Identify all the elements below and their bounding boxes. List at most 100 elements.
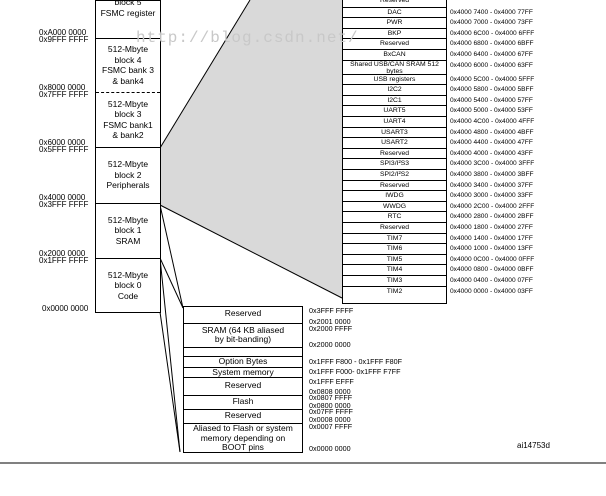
peripheral-address: 0x4000 7400 - 0x4000 77FF xyxy=(450,8,533,16)
peripheral-address: 0x4000 0C00 - 0x4000 0FFF xyxy=(450,255,535,263)
sram-code-label: Option Bytes xyxy=(218,356,268,366)
sram-code-row: Reserved xyxy=(183,306,303,323)
sram-code-address: 0x07FF FFFF xyxy=(309,407,353,416)
peripheral-address: 0x4000 4400 - 0x4000 47FF xyxy=(450,139,533,147)
memory-block-address: 0x2000 0000 xyxy=(39,249,86,258)
memory-block-label-line: 512-Mbyte xyxy=(107,269,149,280)
peripheral-label: Reserved xyxy=(379,181,410,189)
memory-block-address: 0x8000 0000 xyxy=(39,83,86,92)
sram-code-address: 0x3FFF FFFF xyxy=(309,306,354,315)
peripheral-address: 0x4000 3400 - 0x4000 37FF xyxy=(450,181,533,189)
peripheral-address: 0x4000 0800 - 0x4000 0BFF xyxy=(450,266,534,274)
peripheral-label: SPI3/I²S3 xyxy=(379,160,410,168)
peripheral-address: 0x4000 5400 - 0x4000 57FF xyxy=(450,96,533,104)
watermark-text: http://blog.csdn.net/ xyxy=(136,29,359,47)
peripheral-row: BxCAN xyxy=(342,49,447,60)
code-expansion-line-4 xyxy=(159,204,184,309)
peripheral-row: TIM6 xyxy=(342,243,447,254)
memory-block-address: 0x9FFF FFFF xyxy=(39,35,89,44)
peripheral-address: 0x4000 4800 - 0x4000 4BFF xyxy=(450,128,534,136)
peripheral-address: 0x4000 5C00 - 0x4000 5FFF xyxy=(450,75,535,83)
peripheral-address: 0x4000 0000 - 0x4000 03FF xyxy=(450,287,533,295)
peripheral-row: UART5 xyxy=(342,105,447,116)
memory-block-label-line: Code xyxy=(117,290,139,301)
sram-code-row: Option Bytes xyxy=(183,356,303,367)
peripheral-label: I2C2 xyxy=(387,86,402,94)
peripheral-row: SPI3/I²S3 xyxy=(342,158,447,169)
peripheral-label: Reserved xyxy=(379,149,410,157)
peripheral-label: TIM6 xyxy=(386,245,403,253)
sram-code-address: 0x2000 0000 xyxy=(309,340,351,349)
memory-block-address: 0x1FFF FFFF xyxy=(39,256,89,265)
peripheral-label: USART3 xyxy=(381,128,408,136)
peripheral-expansion-top-line xyxy=(159,0,251,149)
memory-block-label-line: FSMC register xyxy=(100,7,156,18)
peripheral-row: I2C2 xyxy=(342,84,447,95)
sram-code-address: 0x0000 0000 xyxy=(309,444,351,453)
sram-code-label: by bit-banding) xyxy=(214,334,272,344)
memory-block-address: 0x7FFF FFFF xyxy=(39,90,89,99)
peripheral-label: TIM2 xyxy=(386,287,403,295)
peripheral-label: USART2 xyxy=(381,139,408,147)
sram-code-address: 0x0800 0000 xyxy=(309,401,351,410)
peripheral-address: 0x4000 7000 - 0x4000 73FF xyxy=(450,19,533,27)
memory-block-label-line: 512-Mbyte xyxy=(107,159,149,170)
sram-code-address: 0x1FFF F800 - 0x1FFF F80F xyxy=(309,357,403,366)
memory-block-address: 0x3FFF FFFF xyxy=(39,200,89,209)
code-expansion-line-3 xyxy=(159,311,181,453)
peripheral-address: 0x4000 6000 - 0x4000 63FF xyxy=(450,61,533,69)
sram-code-address: 0x1FFF EFFF xyxy=(309,377,354,386)
peripheral-row: TIM7 xyxy=(342,232,447,244)
memory-block-label-line: SRAM xyxy=(115,235,141,246)
sram-code-address: 0x2001 0000 xyxy=(309,317,351,326)
peripheral-label: TIM5 xyxy=(386,255,403,263)
peripheral-address: 0x4000 1800 - 0x4000 27FF xyxy=(450,224,533,231)
peripheral-label: Reserved xyxy=(379,40,410,48)
peripheral-label: UART4 xyxy=(383,118,406,125)
peripheral-row: BKP xyxy=(342,27,447,39)
peripheral-address: 0x4000 6800 - 0x4000 6BFF xyxy=(450,40,534,48)
peripheral-row: Reserved xyxy=(342,38,447,49)
peripheral-label: Shared USB/CAN SRAM 512 bytes xyxy=(350,60,439,74)
peripheral-address: 0x4000 3000 - 0x4000 33FF xyxy=(450,192,533,200)
sram-code-label: BOOT pins xyxy=(222,442,264,452)
sram-code-list-frame xyxy=(183,306,303,453)
peripheral-label: IWDG xyxy=(385,192,404,200)
sram-code-address: 0x1FFF F000- 0x1FFF F7FF xyxy=(309,367,401,376)
sram-code-address: 0x0807 FFFF xyxy=(309,393,353,402)
peripheral-expansion-shade xyxy=(160,0,342,298)
peripheral-label: BKP xyxy=(387,29,402,37)
peripheral-row: Reserved xyxy=(342,0,447,7)
peripheral-row: TIM5 xyxy=(342,253,447,265)
peripheral-label: DAC xyxy=(387,8,402,16)
sram-code-label: Reserved xyxy=(224,380,262,391)
code-expansion-line-1 xyxy=(159,257,184,309)
peripheral-row: Reserved xyxy=(342,147,447,159)
memory-block-label-line: block 4 xyxy=(114,54,142,65)
sram-code-label: Aliased to Flash or system xyxy=(193,423,293,433)
peripheral-address: 0x4000 1400 - 0x4000 17FF xyxy=(450,234,533,242)
sram-code-label: SRAM (64 KB aliased xyxy=(201,324,285,335)
peripheral-row: USART2 xyxy=(342,137,447,148)
peripheral-row: I2C1 xyxy=(342,94,447,106)
peripheral-row: USART3 xyxy=(342,126,447,138)
peripheral-row: UART4 xyxy=(342,116,447,127)
peripheral-row: Reserved xyxy=(342,179,447,191)
peripheral-label: WWDG xyxy=(382,202,407,210)
peripheral-row: WWDG xyxy=(342,200,447,212)
memory-block-label-line: block 3 xyxy=(114,109,142,119)
peripheral-row: Reserved xyxy=(342,222,447,233)
peripheral-address: 0x4000 3800 - 0x4000 3BFF xyxy=(450,171,534,178)
sram-code-label: Flash xyxy=(232,396,254,407)
sram-code-gap xyxy=(183,347,303,356)
sram-code-address: 0x0808 0000 xyxy=(309,387,351,396)
peripheral-address: 0x4000 0400 - 0x4000 07FF xyxy=(450,277,533,284)
sram-code-label: memory depending on xyxy=(200,432,286,443)
